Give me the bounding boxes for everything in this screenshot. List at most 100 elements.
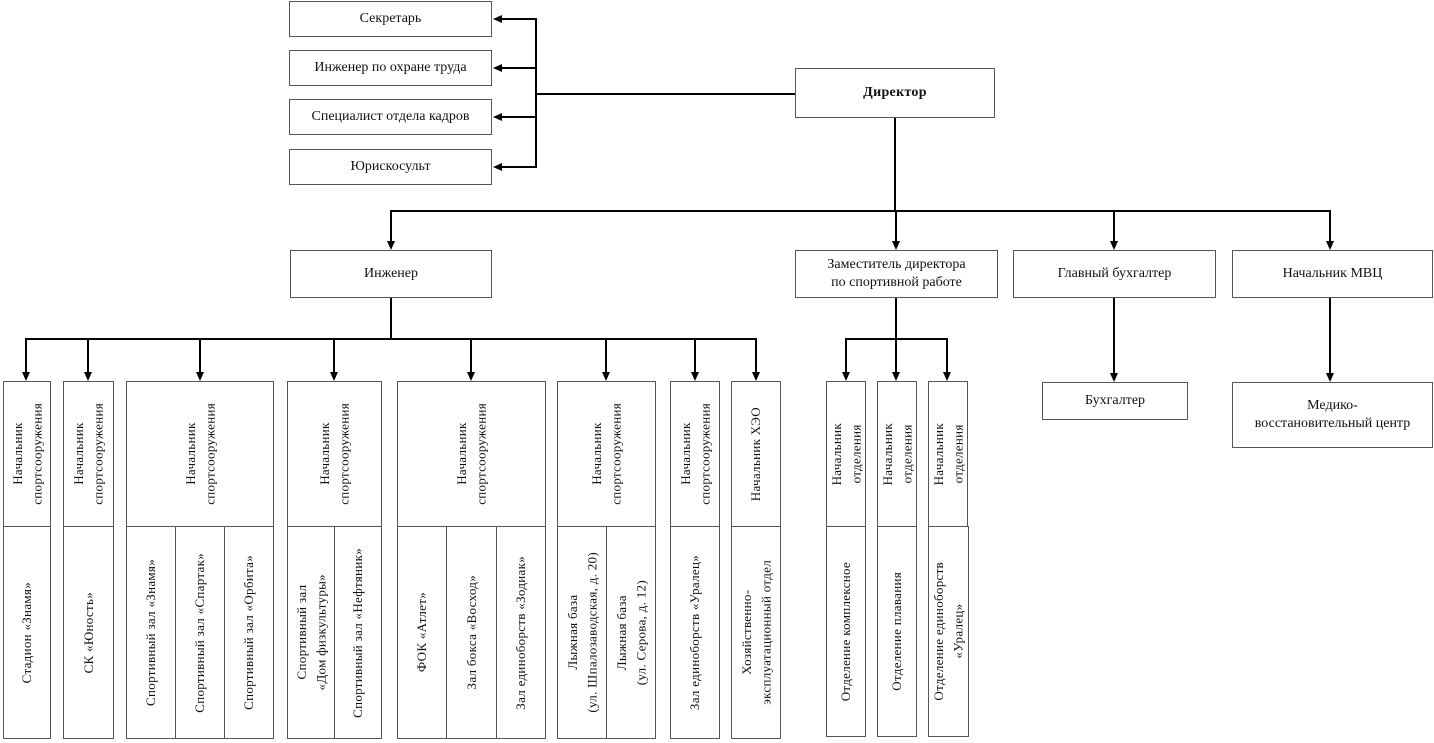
group-ski-bases: Начальник спортсооружения Лыжная база (у… xyxy=(557,381,656,739)
group-head-label: Начальник спортсооружения xyxy=(589,403,624,505)
box-chief-accountant-label: Главный бухгалтер xyxy=(1057,265,1172,281)
group-sk-yunost: Начальник спортсооружения СК «Юность» xyxy=(63,381,114,739)
box-medical-center-label: Медико- восстановительный центр xyxy=(1254,397,1411,431)
connector-staff-stub-3 xyxy=(501,116,536,118)
group-kheo: Начальник ХЭО Хозяйственно- эксплуатацио… xyxy=(731,381,781,739)
facility-label: Хозяйственно- эксплуатационный отдел xyxy=(738,560,774,705)
facility-label: Спортивный зал «Знамя» xyxy=(143,559,159,706)
connector-drop-mvc xyxy=(1329,210,1331,241)
group-fok-atlet: Начальник спортсооружения ФОК «Атлет» За… xyxy=(397,381,546,739)
box-mvc-head-label: Начальник МВЦ xyxy=(1282,265,1383,281)
group-head-label: Начальник спортсооружения xyxy=(454,403,489,505)
connector-drop-deputy xyxy=(895,210,897,241)
group-head-label: Начальник спортсооружения xyxy=(317,403,352,505)
facility-box: Спортивный зал «Дом физкультуры» xyxy=(287,526,335,739)
arrow-left-icon xyxy=(493,163,502,171)
connector-engineer-horizontal xyxy=(26,338,757,340)
connector-drop-engineer xyxy=(390,210,392,241)
arrow-down-icon xyxy=(22,372,30,381)
connector-drop-group-4 xyxy=(333,338,335,372)
box-mvc-head: Начальник МВЦ xyxy=(1232,250,1433,298)
dept-head-label: Начальник отделения xyxy=(879,422,915,486)
box-accountant-label: Бухгалтер xyxy=(1084,392,1146,408)
connector-staff-stub-1 xyxy=(501,18,536,20)
box-engineer-label: Инженер xyxy=(363,265,418,281)
group-head-label: Начальник ХЭО xyxy=(748,406,764,502)
dept-head-box: Начальник отделения xyxy=(928,381,968,527)
arrow-down-icon xyxy=(84,372,92,381)
group-head-box: Начальник спортсооружения xyxy=(670,381,720,527)
arrow-down-icon xyxy=(1326,241,1334,250)
dept-name-label: Отделение комплексное xyxy=(838,561,854,702)
dept-name-row: Отделение комплексное xyxy=(826,526,866,737)
facility-label: Зал единоборств «Уралец» xyxy=(687,554,703,711)
connector-drop-dept-3 xyxy=(946,338,948,372)
box-hr-specialist: Специалист отдела кадров xyxy=(289,99,492,135)
dept-complex: Начальник отделения Отделение комплексно… xyxy=(826,381,866,737)
group-head-box: Начальник спортсооружения xyxy=(126,381,274,527)
dept-name-box: Отделение плавания xyxy=(877,526,917,737)
connector-drop-group-3 xyxy=(199,338,201,372)
box-deputy-director-label: Заместитель директора по спортивной рабо… xyxy=(827,256,966,290)
group-head-label: Начальник спортсооружения xyxy=(182,403,218,505)
facility-label: Спортивный зал «Орбита» xyxy=(241,555,257,710)
dept-head-box: Начальник отделения xyxy=(826,381,866,527)
box-hr-specialist-label: Специалист отдела кадров xyxy=(311,108,470,124)
group-head-label: Начальник спортсооружения xyxy=(9,403,45,505)
box-medical-center: Медико- восстановительный центр xyxy=(1232,382,1433,448)
dept-name-row: Отделение единоборств «Уралец» xyxy=(928,526,969,737)
group-facilities: Зал единоборств «Уралец» xyxy=(670,526,720,739)
arrow-down-icon xyxy=(892,241,900,250)
connector-managers-horizontal xyxy=(390,210,1331,212)
box-secretary: Секретарь xyxy=(289,1,492,37)
dept-head-box: Начальник отделения xyxy=(877,381,917,527)
group-facilities: ФОК «Атлет» Зал бокса «Восход» Зал едино… xyxy=(397,526,546,739)
group-facilities: СК «Юность» xyxy=(63,526,114,739)
box-chief-accountant: Главный бухгалтер xyxy=(1013,250,1216,298)
dept-head-label: Начальник отделения xyxy=(930,422,966,486)
facility-box: Спортивный зал «Знамя» xyxy=(126,526,176,739)
connector-director-to-staff xyxy=(535,93,795,95)
box-legal-counsel-label: Юрискосульт xyxy=(350,158,431,174)
connector-drop-accountant xyxy=(1113,210,1115,241)
box-legal-counsel: Юрискосульт xyxy=(289,149,492,185)
dept-swimming: Начальник отделения Отделение плавания xyxy=(877,381,917,737)
arrow-down-icon xyxy=(943,372,951,381)
facility-box: ФОК «Атлет» xyxy=(397,526,448,739)
dept-martial-arts: Начальник отделения Отделение единоборст… xyxy=(928,381,969,737)
box-engineer: Инженер xyxy=(290,250,492,298)
facility-box: Зал бокса «Восход» xyxy=(446,526,497,739)
facility-label: СК «Юность» xyxy=(80,591,96,674)
box-director: Директор xyxy=(795,68,995,118)
connector-engineer-down xyxy=(390,298,392,339)
connector-staff-stub-2 xyxy=(501,67,536,69)
group-facilities: Хозяйственно- эксплуатационный отдел xyxy=(731,526,781,739)
box-deputy-director: Заместитель директора по спортивной рабо… xyxy=(795,250,998,298)
facility-label: ФОК «Атлет» xyxy=(414,592,430,673)
connector-deputy-down xyxy=(895,298,897,372)
box-safety-engineer: Инженер по охране труда xyxy=(289,50,492,86)
group-head-label: Начальник спортсооружения xyxy=(677,403,713,505)
connector-drop-group-7 xyxy=(694,338,696,372)
facility-label: Спортивный зал «Нефтяник» xyxy=(350,547,366,718)
connector-drop-group-6 xyxy=(605,338,607,372)
arrow-left-icon xyxy=(493,15,502,23)
facility-label: Стадион «Знамя» xyxy=(19,581,35,684)
group-uralets-hall: Начальник спортсооружения Зал единоборст… xyxy=(670,381,720,739)
connector-drop-group-5 xyxy=(470,338,472,372)
group-sport-halls: Начальник спортсооружения Спортивный зал… xyxy=(126,381,274,739)
facility-label: Спортивный зал «Дом физкультуры» xyxy=(293,574,329,691)
group-facilities: Спортивный зал «Дом физкультуры» Спортив… xyxy=(287,526,382,739)
arrow-left-icon xyxy=(493,113,502,121)
arrow-down-icon xyxy=(387,241,395,250)
arrow-down-icon xyxy=(1326,373,1334,382)
group-head-box: Начальник спортсооружения xyxy=(557,381,656,527)
facility-label: Спортивный зал «Спартак» xyxy=(192,552,208,713)
connector-deputy-horizontal xyxy=(845,338,948,340)
connector-mvc-down xyxy=(1329,298,1331,373)
arrow-down-icon xyxy=(1110,373,1118,382)
facility-box: Зал единоборств «Уралец» xyxy=(670,526,720,739)
dept-name-label: Отделение плавания xyxy=(889,572,905,691)
group-dom-fizkultury: Начальник спортсооружения Спортивный зал… xyxy=(287,381,382,739)
arrow-down-icon xyxy=(330,372,338,381)
